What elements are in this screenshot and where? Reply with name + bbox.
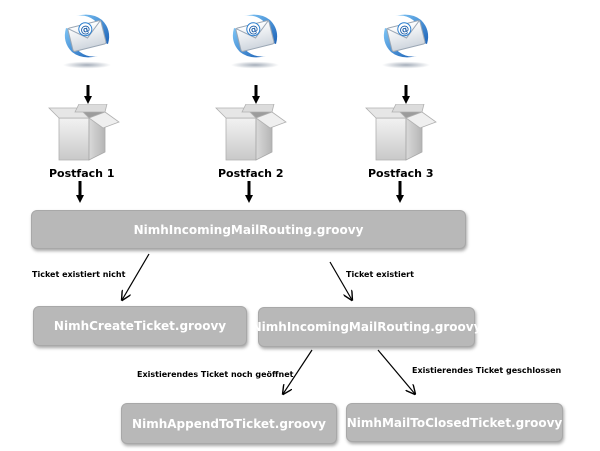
edge-label-ticket-closed: Existierendes Ticket geschlossen [412,366,562,375]
edge-label-ticket-not-exists: Ticket existiert nicht [32,270,126,279]
node-create-ticket: NimhCreateTicket.groovy [33,306,247,346]
node-append-to-ticket: NimhAppendToTicket.groovy [121,403,337,444]
node-incoming-mail-routing-second: NimhIncomingMailRouting.groovy [252,307,481,347]
edge-label-ticket-exists: Ticket existiert [346,270,414,279]
mailbox-label-2: Postfach 2 [218,167,284,180]
arrow-to-closed [377,349,415,394]
node-incoming-mail-routing: NimhIncomingMailRouting.groovy [31,210,466,249]
node-mail-to-closed-ticket: NimhMailToClosedTicket.groovy [346,403,563,442]
arrow-to-routing-second [329,261,352,300]
arrow-to-append [283,349,313,394]
arrow-to-create-ticket [122,253,150,300]
edge-label-ticket-open: Existierendes Ticket noch geöffnet [137,370,294,379]
mailbox-label-1: Postfach 1 [49,167,115,180]
mailbox-label-3: Postfach 3 [368,167,434,180]
